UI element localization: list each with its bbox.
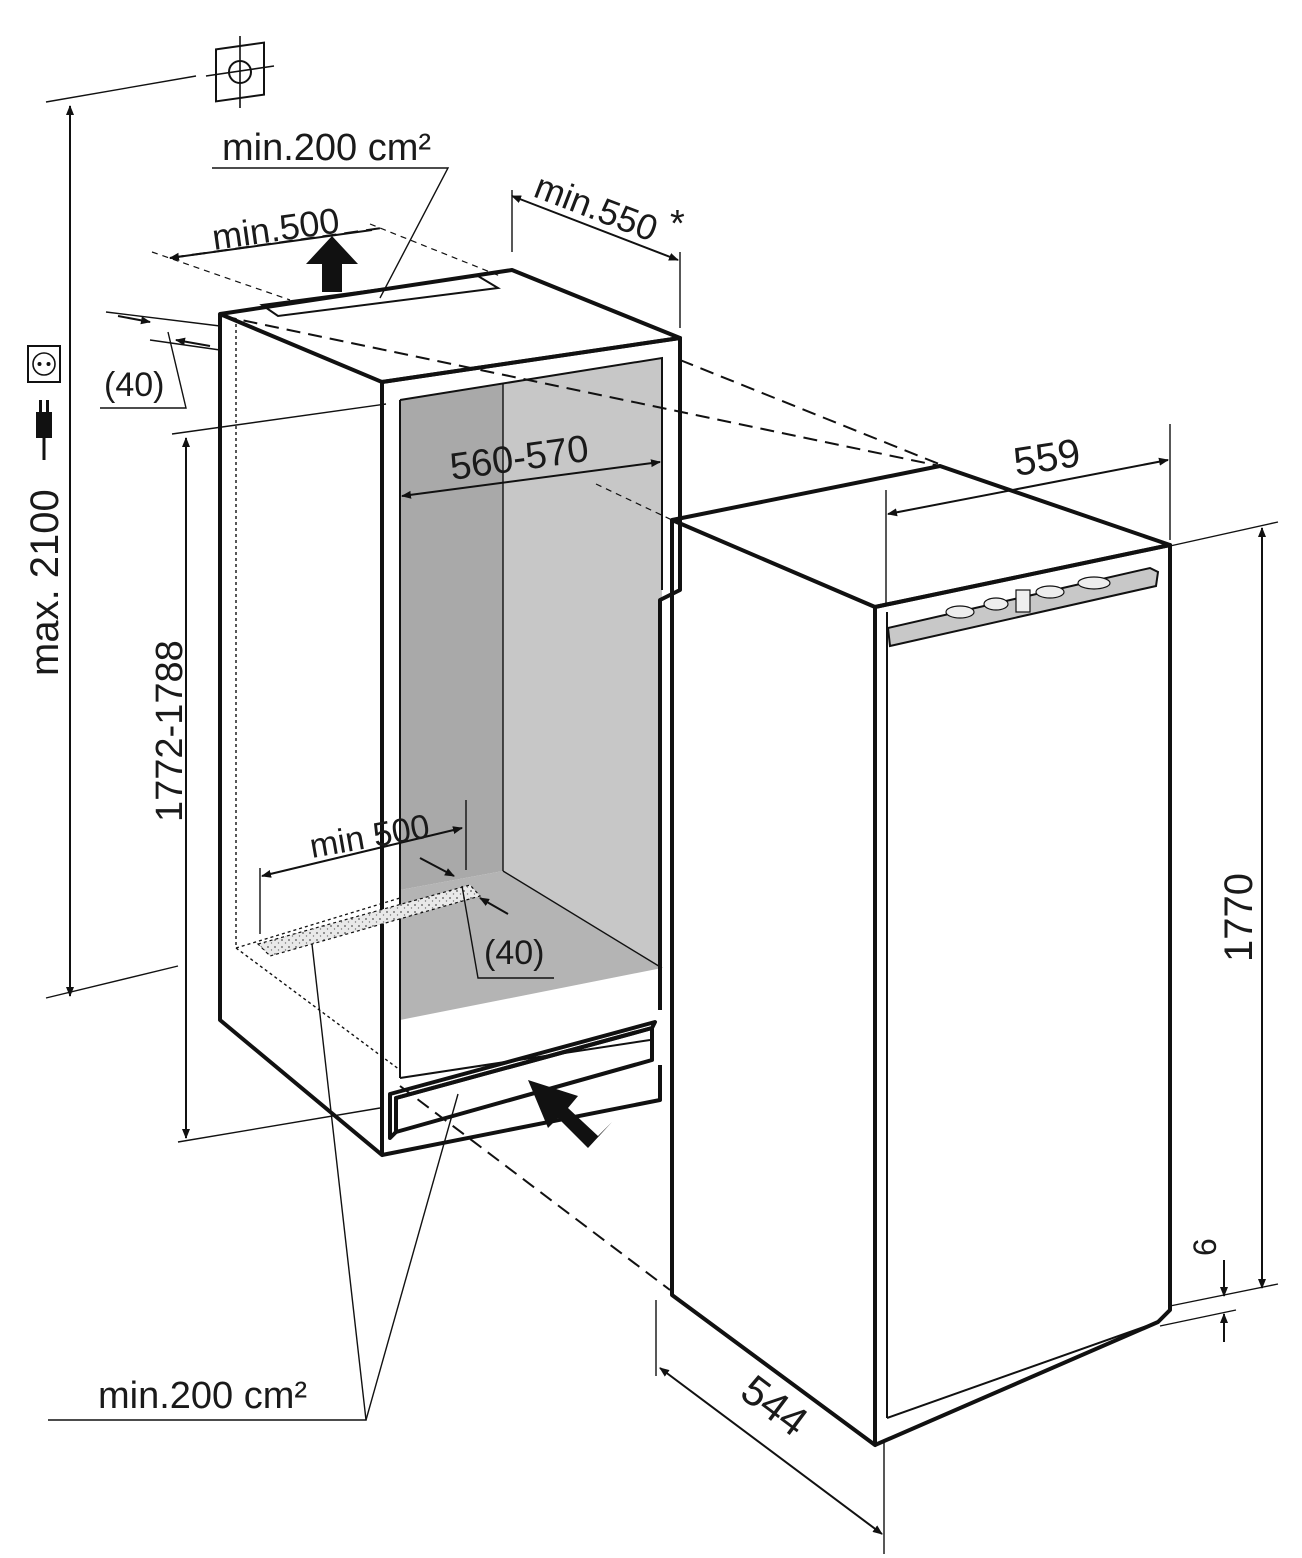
label-base-offset: 6: [1187, 1238, 1223, 1256]
label-niche-height: 1772-1788: [149, 640, 191, 822]
label-appliance-width: 559: [1011, 431, 1084, 485]
dim-appliance-width: [885, 424, 1171, 606]
label-niche-depth-note: *: [670, 203, 685, 245]
vent-bottom-inner: [256, 884, 482, 957]
dim-niche-height: [171, 403, 387, 1143]
dim-niche-width: [401, 459, 661, 499]
control-panel-buttons: [945, 576, 1111, 619]
leader-vent-bottom: [48, 943, 459, 1421]
dim-niche-depth: [511, 190, 681, 328]
dim-top-gap: [100, 311, 221, 409]
niche-side-wall: [503, 358, 662, 968]
label-appliance-depth: 544: [733, 1366, 817, 1446]
airflow-up-arrow: [306, 236, 358, 292]
label-appliance-height: 1770: [1217, 873, 1261, 962]
label-top-gap: (40): [104, 366, 164, 404]
dim-max-height: [45, 75, 197, 999]
appliance-body: [670, 464, 1172, 1447]
anchor-mount-icon: [205, 36, 275, 108]
label-bottom-gap: (40): [484, 934, 544, 972]
dim-base-offset: [1159, 1260, 1237, 1342]
dim-bottom-gap: [419, 857, 554, 979]
label-niche-depth: min.550: [529, 165, 663, 249]
dim-appliance-depth: [655, 1300, 885, 1554]
power-socket-icon: [27, 345, 61, 383]
power-plug-icon: [36, 400, 52, 460]
label-vent-bottom-area: min.200 cm²: [98, 1375, 307, 1417]
dim-vent-top-width: [151, 223, 501, 301]
airflow-in-arrow: [528, 1080, 612, 1148]
niche-cabinet: [218, 268, 682, 1157]
dim-vent-bottom-width: [259, 800, 467, 934]
label-vent-top-area: min.200 cm²: [222, 127, 431, 169]
label-max-height: max. 2100: [23, 489, 67, 676]
niche-back-wall: [400, 383, 503, 890]
leader-vent-top: [212, 167, 450, 299]
vent-top: [259, 274, 501, 318]
